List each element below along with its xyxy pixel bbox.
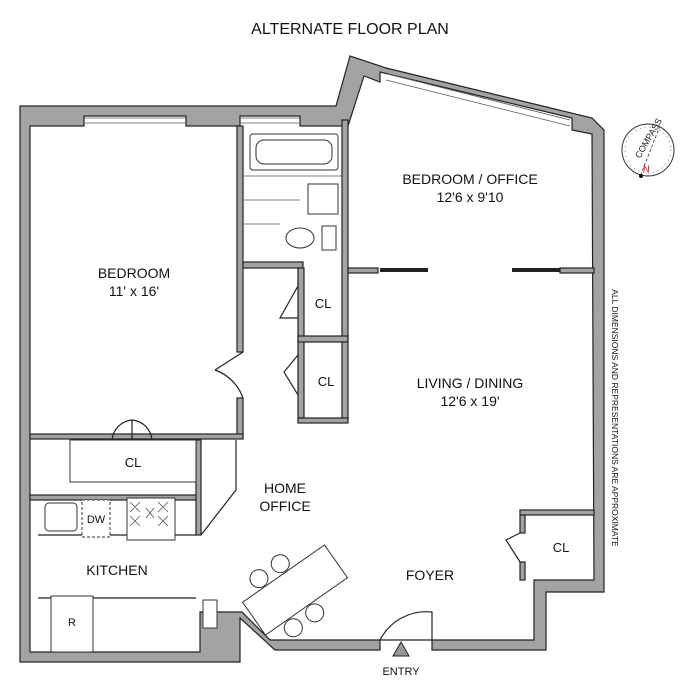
- room-size-bedroom: 11' x 16': [109, 283, 159, 299]
- kitchen-sink: [44, 502, 78, 532]
- room-name-foyer: FOYER: [406, 567, 454, 583]
- dishwasher: [81, 499, 111, 538]
- dining-table: [241, 544, 349, 638]
- entry-arrow-icon: [392, 640, 410, 657]
- bedroom-closet: [69, 439, 197, 483]
- closet-label: CL: [315, 296, 332, 311]
- closet-label: CL: [553, 540, 570, 555]
- disclaimer: ALL DIMENSIONS AND REPRESENTATIONS ARE A…: [610, 289, 620, 547]
- room-name-home-office: HOME: [264, 480, 306, 496]
- refrigerator: [50, 595, 94, 653]
- entry-label: ENTRY: [382, 666, 420, 678]
- room-name-kitchen: KITCHEN: [86, 562, 147, 578]
- room-name-living-dining: LIVING / DINING: [417, 375, 524, 391]
- room-size-bedroom-office: 12'6 x 9'10: [437, 189, 504, 205]
- room-name-bedroom-office: BEDROOM / OFFICE: [402, 171, 537, 187]
- compass-icon: COMPASS N: [621, 116, 675, 178]
- room-size-living-dining: 12'6 x 19': [440, 393, 499, 409]
- stove: [126, 497, 176, 541]
- plan-title: ALTERNATE FLOOR PLAN: [251, 21, 449, 38]
- closet-label: CL: [318, 374, 335, 389]
- refrigerator-label: R: [68, 617, 76, 629]
- doors: [111, 268, 560, 641]
- compass-north: N: [643, 164, 650, 174]
- sink: [307, 183, 339, 215]
- room-name-home-office: OFFICE: [259, 498, 310, 514]
- bathroom-fixtures: [243, 133, 342, 251]
- interior-walls: [29, 119, 595, 581]
- kitchen-fixtures: DW R: [38, 497, 218, 653]
- closet-label: CL: [125, 455, 142, 470]
- toilet: [285, 227, 315, 249]
- dishwasher-label: DW: [87, 514, 106, 526]
- room-name-bedroom: BEDROOM: [98, 265, 170, 281]
- exterior-walls: [19, 55, 605, 663]
